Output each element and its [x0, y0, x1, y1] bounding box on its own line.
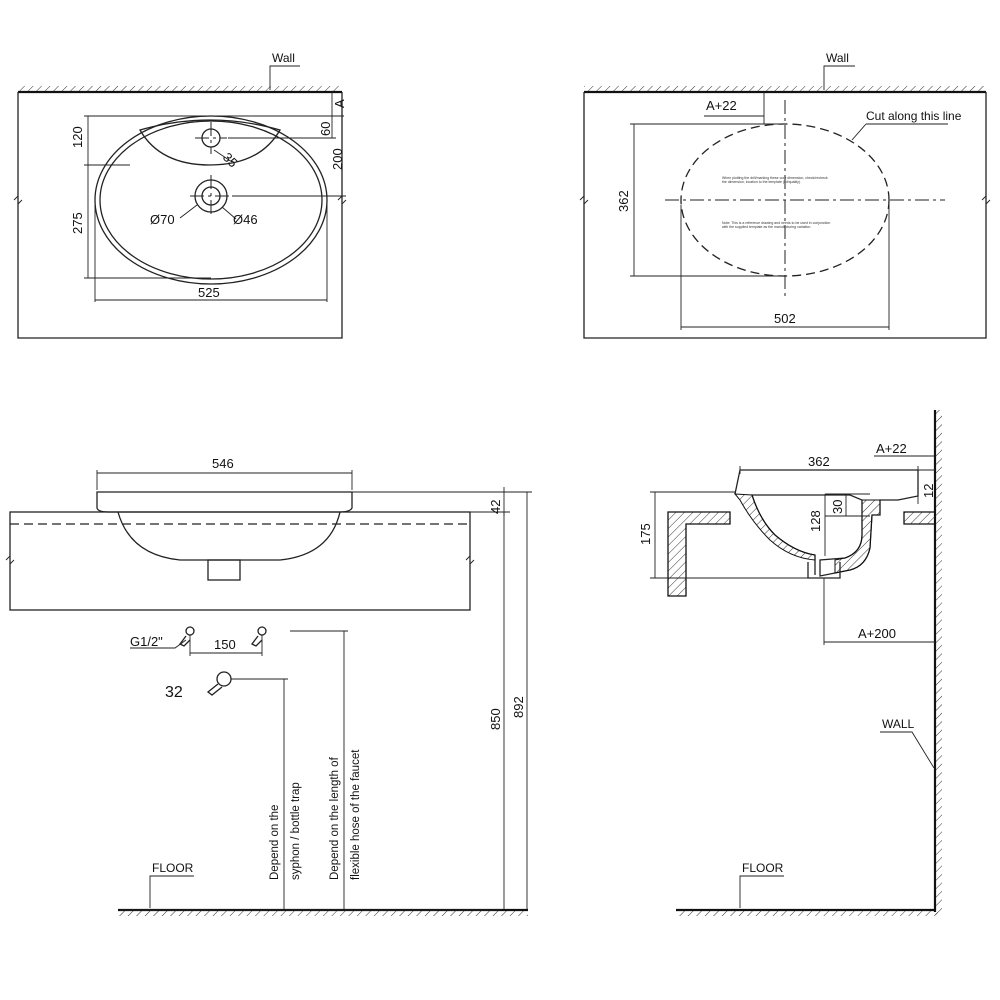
dim-drain-70: Ø70 [150, 212, 175, 227]
top-left-view: Wall 120 275 60 200 A [13, 51, 347, 339]
supply-label: G1/2" [130, 634, 163, 649]
dim-drain-46: Ø46 [233, 212, 258, 227]
wall-label: Wall [826, 51, 849, 65]
dim-502: 502 [774, 311, 796, 326]
dim-175: 175 [638, 523, 653, 545]
waste-label: 32 [165, 684, 183, 701]
dim-850: 850 [488, 708, 503, 730]
note-trap-line2: syphon / bottle trap [290, 782, 302, 880]
dim-200: 200 [330, 148, 345, 170]
counter-section [667, 511, 731, 597]
side-view: FLOOR 362 A+22 12 30 128 175 A+200 WAL [638, 410, 942, 916]
top-right-view: Wall A+22 Cut along this line 362 502 Wh… [579, 51, 991, 339]
floor-label: FLOOR [742, 861, 784, 875]
dim-12: 12 [921, 484, 936, 498]
basin-bowl [117, 511, 341, 561]
front-view: 546 42 850 892 FLOOR G1/2" 150 [5, 456, 532, 916]
dim-a200: A+200 [858, 626, 896, 641]
tap-deck [139, 119, 281, 166]
dim-525: 525 [198, 285, 220, 300]
template-note-2: Note: This is a reference drawing and ne… [722, 221, 831, 229]
dim-a22: A+22 [876, 441, 907, 456]
dim-150: 150 [214, 637, 236, 652]
waste-pipe [206, 671, 232, 696]
dim-tap-35: 35 [220, 150, 241, 171]
wall-label: Wall [272, 51, 295, 65]
dim-892: 892 [511, 696, 526, 718]
floor-hatch [676, 910, 938, 916]
wall-hatch [18, 86, 342, 92]
basin-rim [96, 491, 353, 513]
floor-hatch [118, 910, 528, 916]
dim-362: 362 [808, 454, 830, 469]
wall-label: WALL [882, 717, 915, 731]
floor-label: FLOOR [152, 861, 194, 875]
cut-label: Cut along this line [866, 109, 962, 123]
dim-60: 60 [318, 122, 333, 136]
waste-outlet [207, 559, 241, 581]
wall-hatch [584, 86, 986, 92]
dim-362: 362 [616, 190, 631, 212]
dim-30: 30 [830, 500, 845, 514]
dim-546: 546 [212, 456, 234, 471]
dim-120: 120 [70, 126, 85, 148]
dim-A: A [332, 99, 347, 108]
template-note-1: When plotting the drill/marking these cu… [722, 176, 828, 184]
dim-275: 275 [70, 212, 85, 234]
supply-valve-right [251, 626, 267, 647]
note-faucet-line1: Depend on the length of [329, 756, 341, 880]
wall-hatch [935, 410, 942, 915]
dim-128: 128 [808, 510, 823, 532]
dim-a22: A+22 [706, 98, 737, 113]
note-trap-line1: Depend on the [269, 805, 281, 880]
note-faucet-line2: flexible hose of the faucet [350, 749, 362, 880]
dim-42: 42 [488, 500, 503, 514]
